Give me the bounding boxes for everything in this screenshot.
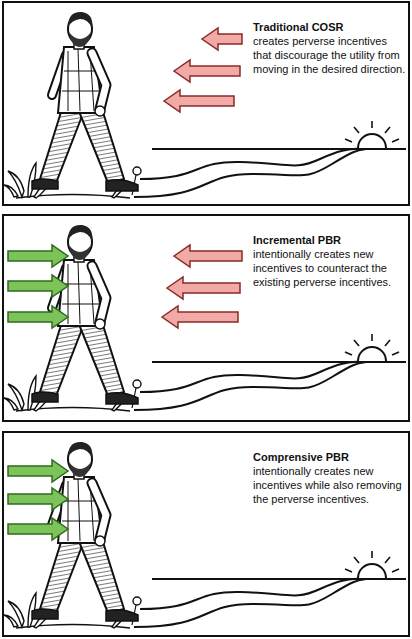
panel-body: intentionally creates new incentives whi… xyxy=(253,465,407,507)
panel-body: creates perverse incentives that discour… xyxy=(253,35,407,77)
incentive-arrows xyxy=(8,245,242,328)
panel-caption: Incremental PBRintentionally creates new… xyxy=(253,234,407,290)
panel-body: intentionally creates new incentives to … xyxy=(253,248,407,290)
walker-scene xyxy=(4,442,406,628)
panel-heading: Comprensive PBR xyxy=(253,451,407,465)
panel-box: Comprensive PBRintentionally creates new… xyxy=(2,431,410,637)
incentive-arrows xyxy=(8,460,68,540)
walker-scene xyxy=(4,12,406,198)
panel-box: Incremental PBRintentionally creates new… xyxy=(2,214,410,422)
panel-heading: Traditional COSR xyxy=(253,21,407,35)
walker-scene xyxy=(4,225,406,411)
panel-caption: Comprensive PBRintentionally creates new… xyxy=(253,451,407,507)
panel-box: Traditional COSRcreates perverse incenti… xyxy=(2,1,410,206)
counter-arrows xyxy=(164,28,242,112)
panel-caption: Traditional COSRcreates perverse incenti… xyxy=(253,21,407,77)
panel-heading: Incremental PBR xyxy=(253,234,407,248)
